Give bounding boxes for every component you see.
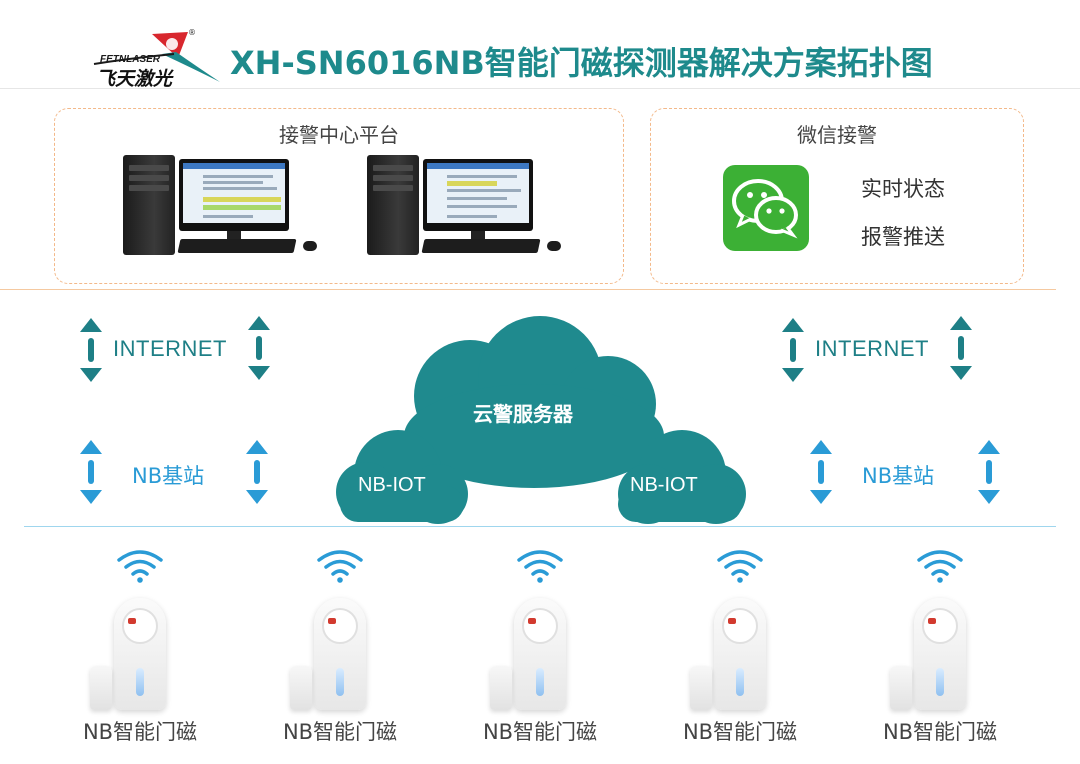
double-arrow-icon [80,440,102,504]
device-label: NB智能门磁 [282,720,398,744]
double-arrow-icon [782,318,804,382]
mouse-icon [303,241,317,251]
pc-tower-icon [123,155,175,255]
wechat-item-status: 实时状态 [861,177,945,201]
door-sensor-icon [314,598,366,710]
page-title: XH-SN6016NB智能门磁探测器解决方案拓扑图 [230,44,933,82]
door-sensor-device: NB智能门磁 [870,548,1010,748]
wechat-item-push: 报警推送 [861,225,945,249]
door-sensor-icon [914,598,966,710]
computer-2 [367,155,567,259]
logo-text-en: FETNLASER [100,54,160,65]
wifi-signal-icon [317,550,363,583]
door-sensor-device: NB智能门磁 [70,548,210,748]
orange-divider [0,289,1056,290]
company-logo: FETNLASER 飞天激光 ® [92,28,222,90]
door-sensor-device: NB智能门磁 [270,548,410,748]
wifi-signal-icon [917,550,963,583]
cloud-server: 云警服务器 NB-IOT NB-IOT [330,316,750,526]
device-label: NB智能门磁 [482,720,598,744]
double-arrow-icon [246,440,268,504]
door-sensor-device: NB智能门磁 [670,548,810,748]
mouse-icon [547,241,561,251]
double-arrow-icon [978,440,1000,504]
door-sensor-icon [714,598,766,710]
nb-station-label-left: NB基站 [132,464,205,488]
magnet-icon [290,666,312,710]
wechat-icon [723,165,809,251]
keyboard-icon [421,239,541,253]
nb-station-label-right: NB基站 [862,464,935,488]
laser-logo-icon [93,32,220,82]
device-label: NB智能门磁 [82,720,198,744]
alarm-center-panel: 接警中心平台 [54,108,624,284]
door-sensor-icon [114,598,166,710]
wechat-title: 微信接警 [797,123,877,147]
registered-mark: ® [188,28,196,37]
header: FETNLASER 飞天激光 ® XH-SN6016NB智能门磁探测器解决方案拓… [0,0,1080,92]
monitor-icon [179,159,289,231]
monitor-icon [423,159,533,231]
magnet-icon [90,666,112,710]
internet-label-right: INTERNET [815,336,929,361]
keyboard-icon [177,239,297,253]
wechat-panel: 微信接警 实时状态 报警推送 [650,108,1024,284]
cloud-icon [336,316,746,524]
double-arrow-icon [950,316,972,380]
magnet-icon [890,666,912,710]
computer-1 [123,155,323,259]
pc-tower-icon [367,155,419,255]
device-label: NB智能门磁 [882,720,998,744]
double-arrow-icon [80,318,102,382]
device-label: NB智能门磁 [682,720,798,744]
wifi-signal-icon [517,550,563,583]
internet-label-left: INTERNET [113,336,227,361]
logo-text-cn: 飞天激光 [96,68,173,90]
alarm-center-title: 接警中心平台 [279,123,399,147]
nb-iot-label-right: NB-IOT [630,474,698,496]
door-sensor-device: NB智能门磁 [470,548,610,748]
nb-iot-label-left: NB-IOT [358,474,426,496]
magnet-icon [690,666,712,710]
double-arrow-icon [810,440,832,504]
blue-divider [24,526,1056,527]
wifi-signal-icon [717,550,763,583]
wifi-signal-icon [117,550,163,583]
magnet-icon [490,666,512,710]
door-sensor-icon [514,598,566,710]
cloud-server-label: 云警服务器 [473,402,573,426]
double-arrow-icon [248,316,270,380]
header-divider [0,88,1080,89]
